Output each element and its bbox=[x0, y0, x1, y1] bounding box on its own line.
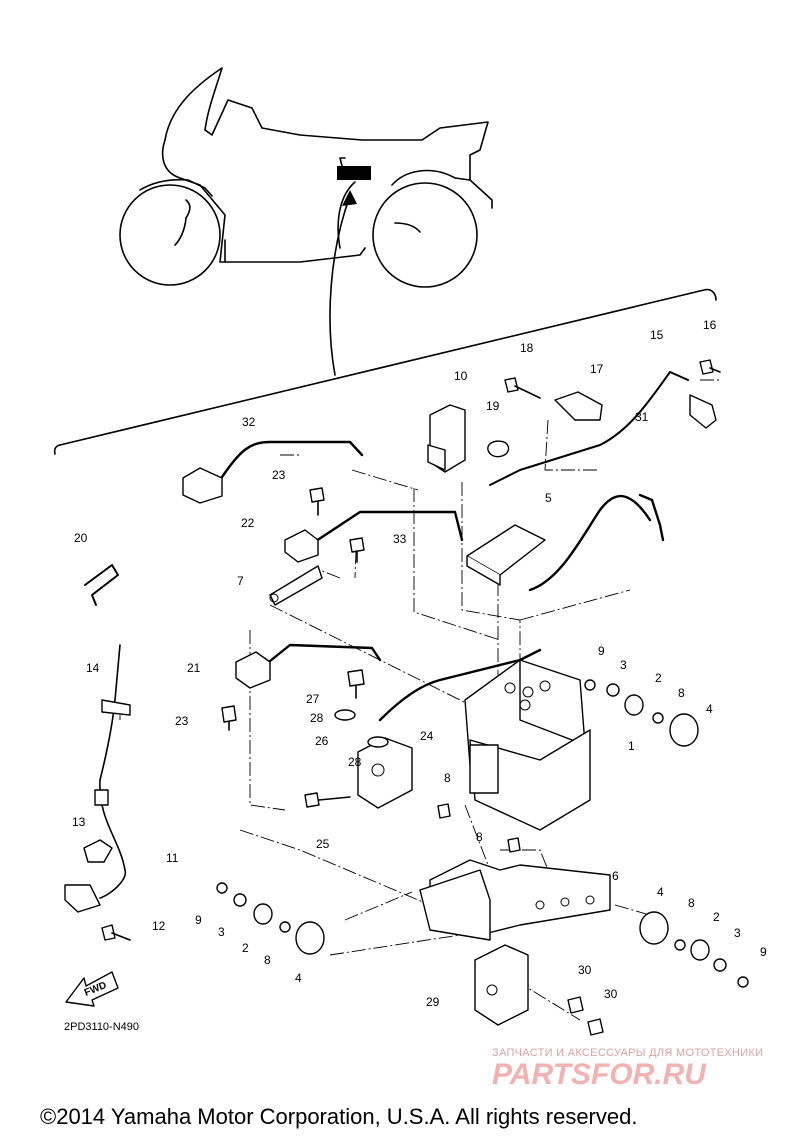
callout-number: 8 bbox=[688, 896, 695, 910]
callout-number: 1 bbox=[628, 739, 635, 753]
callout-number: 20 bbox=[74, 531, 88, 545]
callout-number: 9 bbox=[598, 644, 605, 658]
label-pad bbox=[466, 524, 546, 586]
callout-number: 4 bbox=[706, 702, 713, 716]
callout-number: 19 bbox=[486, 399, 500, 413]
callout-number: 3 bbox=[218, 925, 225, 939]
callout-number: 8 bbox=[444, 771, 451, 785]
bracket bbox=[419, 859, 611, 941]
callout-number: 2 bbox=[713, 910, 720, 924]
callout-number: 28 bbox=[348, 755, 362, 769]
callout-number: 8 bbox=[476, 830, 483, 844]
callout-number: 2 bbox=[655, 671, 662, 685]
callout-number: 18 bbox=[520, 341, 534, 355]
callout-number: 11 bbox=[166, 851, 179, 865]
callout-number: 3 bbox=[734, 926, 741, 940]
callout-number: 26 bbox=[315, 734, 329, 748]
bolts bbox=[101, 359, 749, 1036]
fwd-arrow-icon: FWD bbox=[65, 971, 119, 1007]
callout-number: 25 bbox=[316, 837, 330, 851]
copyright: ©2014 Yamaha Motor Corporation, U.S.A. A… bbox=[40, 1104, 637, 1129]
watermark: ЗАПЧАСТИ И АКСЕССУАРЫ ДЛЯ МОТОТЕХНИКИ PA… bbox=[492, 1047, 763, 1091]
callout-number: 4 bbox=[295, 971, 302, 985]
callout-number: 5 bbox=[545, 491, 552, 505]
callout-number: 22 bbox=[241, 516, 255, 530]
callout-number: 15 bbox=[650, 328, 664, 342]
callout-number: 8 bbox=[264, 953, 271, 967]
callout-number: 4 bbox=[657, 885, 664, 899]
callout-number: 17 bbox=[590, 362, 604, 376]
callout-number: 32 bbox=[242, 415, 256, 429]
callout-number: 7 bbox=[237, 574, 244, 588]
leader-lines bbox=[119, 379, 720, 1021]
watermark-subtitle: ЗАПЧАСТИ И АКСЕССУАРЫ ДЛЯ МОТОТЕХНИКИ bbox=[492, 1047, 763, 1059]
callout-number: 10 bbox=[454, 369, 468, 383]
watermark-brand: PARTSFOR.RU bbox=[492, 1058, 707, 1091]
joints bbox=[182, 467, 319, 689]
callout-frame bbox=[53, 190, 717, 455]
callout-number: 13 bbox=[72, 815, 86, 829]
callout-number: 23 bbox=[175, 714, 189, 728]
callout-number: 14 bbox=[86, 661, 100, 675]
callout-number: 31 bbox=[635, 410, 649, 424]
manifold bbox=[357, 737, 529, 1026]
callout-number: 9 bbox=[760, 945, 767, 959]
callout-number: 9 bbox=[195, 913, 202, 927]
wheel-sensor bbox=[64, 564, 131, 913]
callout-number: 6 bbox=[612, 869, 619, 883]
brake-pipes bbox=[218, 371, 689, 722]
callout-number: 30 bbox=[578, 963, 592, 977]
diagram-code: 2PD3110-N490 bbox=[64, 1021, 139, 1033]
callout-number: 23 bbox=[272, 468, 286, 482]
callout-number: 27 bbox=[306, 692, 320, 706]
callout-number: 30 bbox=[604, 987, 618, 1001]
motorcycle-silhouette bbox=[119, 67, 493, 288]
callout-number: 33 bbox=[393, 532, 407, 546]
stay bbox=[269, 565, 323, 606]
sensor-cable bbox=[487, 391, 717, 458]
callout-number: 21 bbox=[187, 661, 201, 675]
callout-numbers: 1 2 3 4 5 6 7 8 9 10 11 12 13 14 15 16 1… bbox=[72, 318, 767, 1009]
callout-number: 2 bbox=[242, 941, 249, 955]
callout-number: 8 bbox=[678, 686, 685, 700]
callout-number: 28 bbox=[310, 711, 324, 725]
callout-number: 12 bbox=[152, 919, 166, 933]
callout-number: 29 bbox=[426, 995, 440, 1009]
callout-number: 24 bbox=[420, 729, 434, 743]
hydraulic-unit bbox=[464, 659, 591, 831]
callout-number: 3 bbox=[620, 658, 627, 672]
relay bbox=[427, 404, 466, 473]
dampers bbox=[253, 694, 710, 961]
callout-number: 16 bbox=[703, 318, 717, 332]
